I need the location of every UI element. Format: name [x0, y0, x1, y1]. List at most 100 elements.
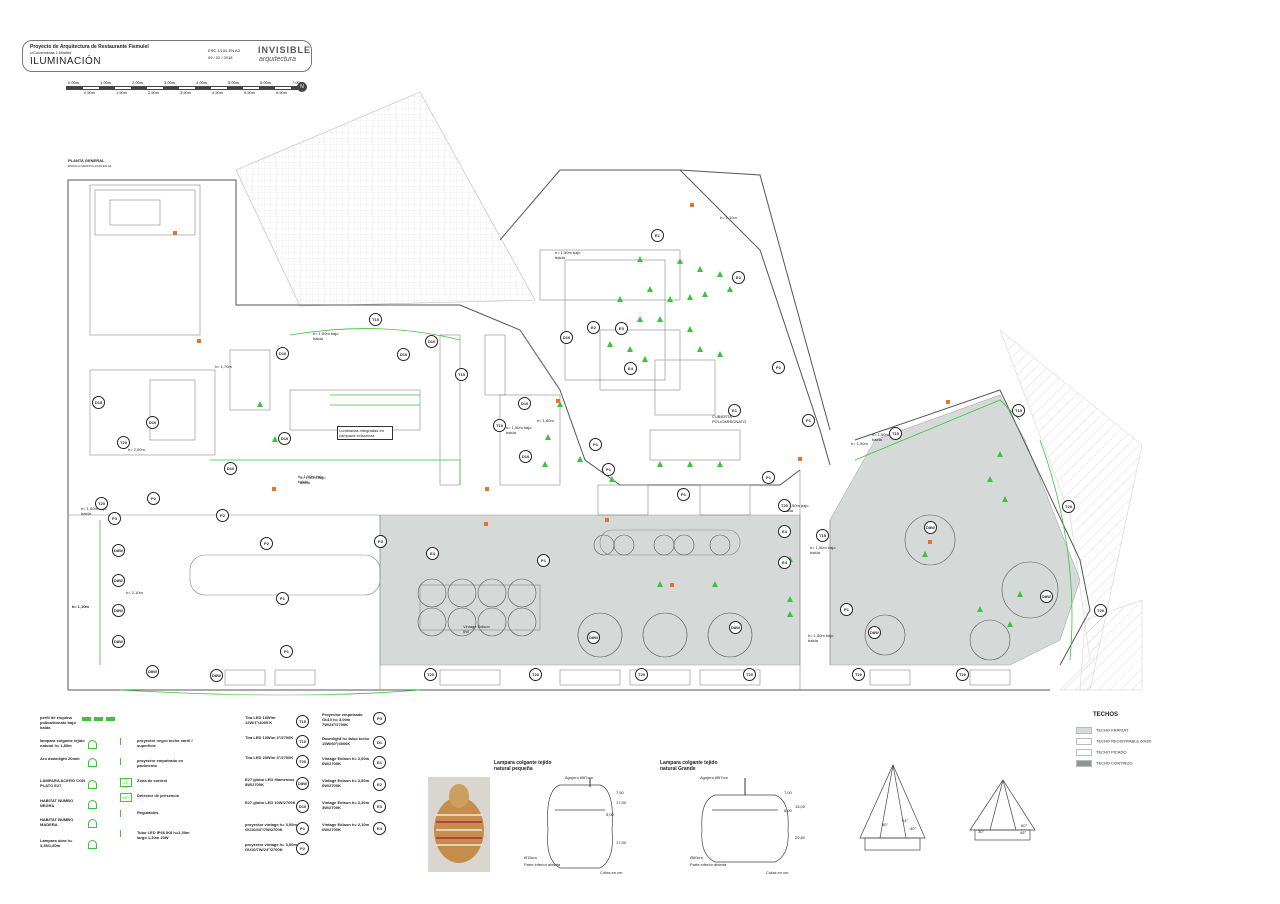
techo-label: TECHO PICADO: [1096, 749, 1127, 755]
fixture-marker: D8W: [729, 621, 742, 634]
fixture-marker: T15: [889, 427, 902, 440]
height-label: h= 1,10m: [72, 604, 89, 609]
fixture-marker: T15: [455, 368, 468, 381]
scale-label-top: 5.00m: [228, 80, 240, 85]
pendant-lamp-icon: [557, 401, 563, 407]
legend-item-label: Tira LED 20W/m 3°/2700K: [245, 755, 294, 760]
height-label: h= 1,50m bajo balda: [555, 250, 581, 260]
pendant-lamp-icon: [577, 456, 583, 462]
fixture-marker: E4: [624, 362, 637, 375]
angle-label: 30°: [910, 826, 917, 831]
pendant-lamp-icon: [727, 286, 733, 292]
pendant-lamp-icon: [657, 461, 663, 467]
fixture-marker: T20: [956, 668, 969, 681]
pendant-lamp-icon: [1017, 591, 1023, 597]
techo-swatch: [1076, 738, 1092, 745]
pendant-lamp-icon: [545, 434, 551, 440]
legend-lamp-icon: [88, 819, 97, 828]
techo-item: TECHO PICADO: [1076, 749, 1126, 756]
techo-item: TECHO REGISTRABLE 60x60: [1076, 738, 1151, 745]
legend-proj-icon: [120, 758, 122, 765]
fixture-marker: D10: [278, 432, 291, 445]
height-label: h= 1,50m bajo balda: [81, 506, 107, 516]
pendant-lamp-icon: [787, 611, 793, 617]
fixture-marker: E4: [426, 547, 439, 560]
legend-item-label: HABITAT BUMBO NEGRA: [40, 798, 74, 808]
legend-item-label: Vintage Edison h= 2,50m 6W/2700K: [322, 778, 370, 788]
legend-lamp-icon: [88, 840, 97, 849]
pendant-lamp-icon: [609, 476, 615, 482]
legend-item-label: Proyector empotrado Gu10 h= 3,00m 7W/24°…: [322, 712, 363, 727]
techo-item: TECHO KRAKUIT: [1076, 727, 1128, 734]
brand-logo: INVISIBLE: [258, 45, 312, 55]
fixture-marker: D10: [276, 347, 289, 360]
fixture-marker: P3: [108, 512, 121, 525]
sheet-title: ILUMINACIÓN: [30, 56, 102, 67]
pendant-lamp-icon: [607, 341, 613, 347]
annotation-luminarias: Luminarias integradas en campana extract…: [337, 426, 393, 440]
scale-label-bottom: 3.50m: [180, 90, 192, 95]
pendant-lamp-icon: [787, 596, 793, 602]
angle-label: 30°: [978, 829, 985, 834]
annotation-vintage: Vintage Edison 6W: [463, 624, 490, 634]
fixture-marker: T20: [1094, 604, 1107, 617]
dimension-label: 17,50: [616, 800, 627, 805]
legend-code-marker: D10: [296, 800, 309, 813]
pendant-lamp-icon: [717, 271, 723, 277]
legend-code-marker: T15: [296, 715, 309, 728]
legend-bar-icon: [82, 717, 116, 721]
pendant-lamp-icon: [977, 606, 983, 612]
height-label: h= 2,00m: [128, 447, 145, 452]
fixture-marker: T20: [743, 668, 756, 681]
fixture-marker: P2: [147, 492, 160, 505]
fixture-marker: P1: [602, 463, 615, 476]
scale-label-bottom: 6.50m: [276, 90, 288, 95]
title-block: [22, 40, 312, 72]
pendant-lamp-icon: [697, 266, 703, 272]
techo-item: TECHO CONTINUO: [1076, 760, 1132, 767]
legend-tube-icon: [120, 830, 122, 837]
legend-item-label: lampara colgante tejido natural h= 1,80m: [40, 738, 85, 748]
legend-item-label: Aro downlight 20mm: [40, 756, 80, 761]
pendant-lamp-icon: [637, 316, 643, 322]
fixture-marker: D8W: [587, 631, 600, 644]
scale-label-top: 4.00m: [196, 80, 208, 85]
lamp-small-note1: Parte inferior abierta: [524, 862, 561, 867]
fixture-marker: D8W: [112, 635, 125, 648]
legend-item-label: HABITAT BUMBO MADERA: [40, 817, 74, 827]
legend-aro-icon: [88, 758, 97, 767]
legend-dp-icon: DP: [120, 793, 132, 802]
date-text: 09 / 02 / 2018: [208, 55, 233, 60]
pendant-lamp-icon: [702, 291, 708, 297]
scale-label-top: 6.00m: [260, 80, 272, 85]
dimension-label: 6,00: [784, 808, 792, 813]
legend-zc-icon: ZC: [120, 778, 132, 787]
angle-label: 50°: [882, 822, 889, 827]
lamp-small-base: Ø15cm: [524, 855, 537, 860]
fixture-marker: D8W: [924, 521, 937, 534]
legend-item-label: Regulables: [137, 810, 159, 815]
scale-label-bottom: 1.50m: [116, 90, 128, 95]
pendant-lamp-icon: [687, 461, 693, 467]
fixture-marker: T10: [493, 419, 506, 432]
legend-item-label: E27 globo LED 10W/2700K: [245, 800, 296, 805]
fixture-marker: P2: [216, 509, 229, 522]
fixture-marker: P2: [260, 537, 273, 550]
legend-proj-icon: [120, 738, 122, 745]
pendant-lamp-icon: [677, 258, 683, 264]
fixture-marker: E2: [587, 321, 600, 334]
legend-item-label: Tira LED 10W/m 12W/1°/4000 K: [245, 715, 276, 725]
pendant-lamp-icon: [1002, 496, 1008, 502]
fixture-marker: T20: [1062, 500, 1075, 513]
pendant-lamp-icon: [637, 256, 643, 262]
pendant-lamp-icon: [647, 286, 653, 292]
height-label: h= 1,50m bajo balda: [313, 331, 339, 341]
fixture-marker: T15: [369, 313, 382, 326]
lamp-large-note2: Cotas en cm: [766, 870, 789, 875]
dimension-label: 7,50: [616, 790, 624, 795]
height-label: h= 1,50m bajo balda: [872, 432, 898, 442]
fixture-marker: D8W: [1040, 590, 1053, 603]
fixture-marker: E4: [778, 556, 791, 569]
fixture-marker: T20: [95, 497, 108, 510]
